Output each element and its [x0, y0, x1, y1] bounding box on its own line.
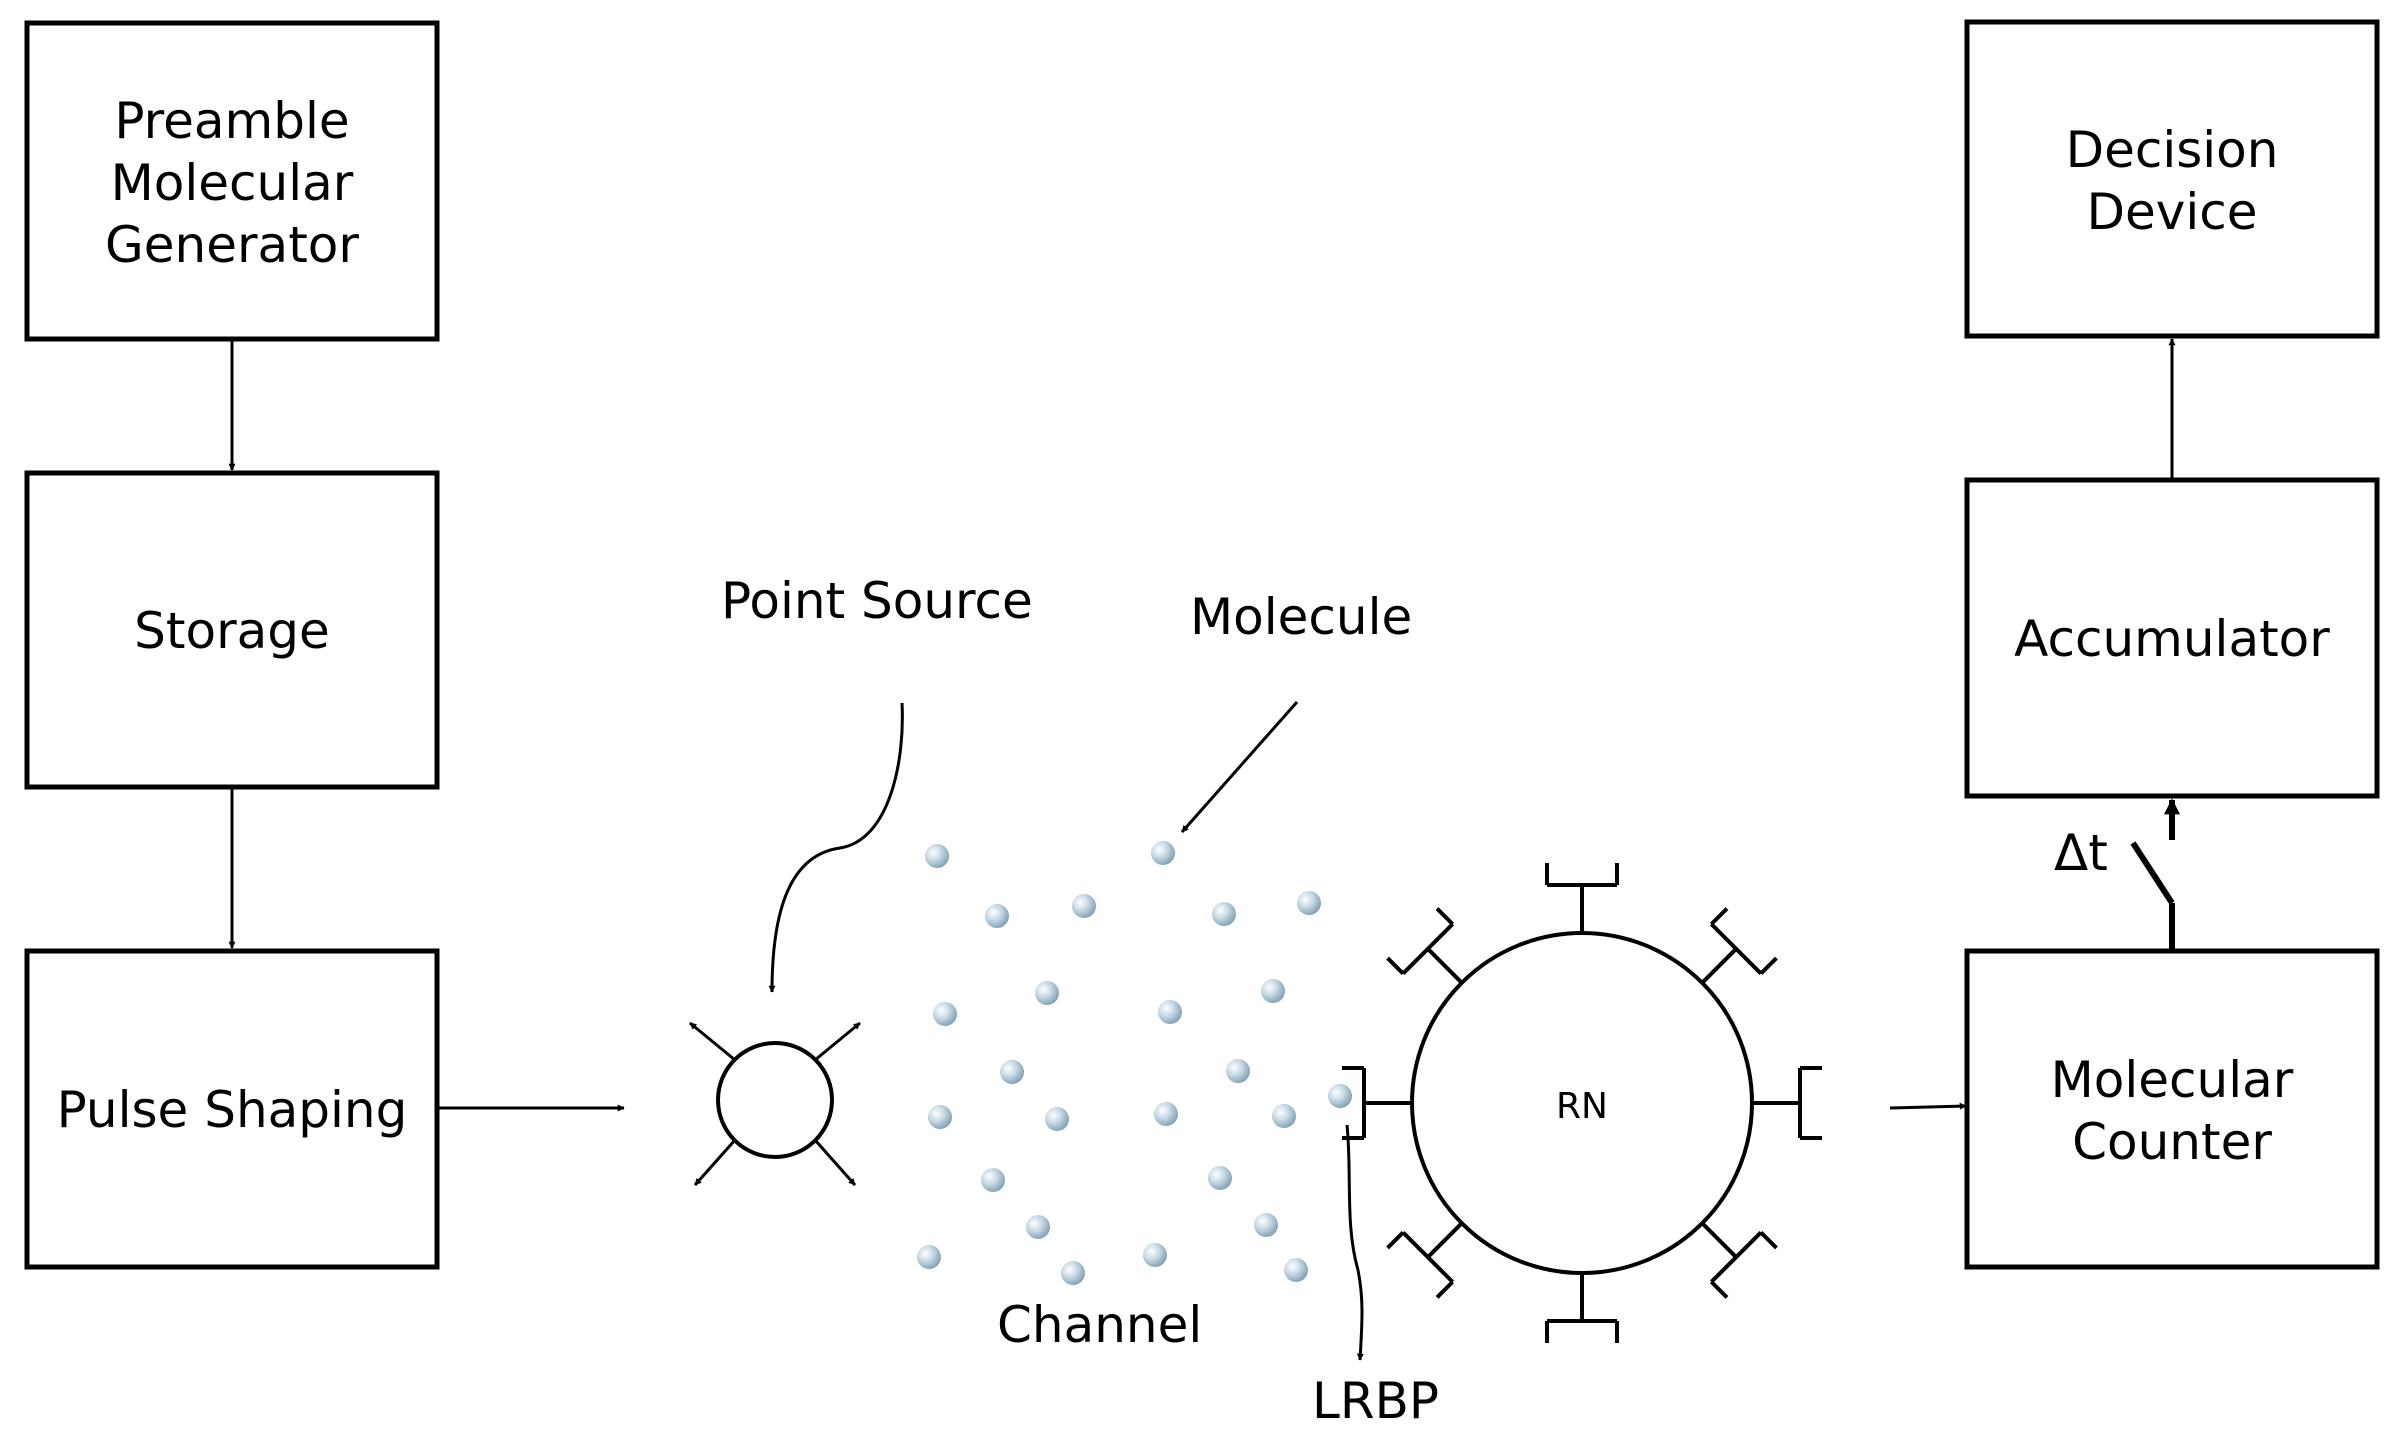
molecule	[985, 904, 1009, 928]
molecule-cloud	[917, 841, 1352, 1285]
receptor	[1752, 1066, 1822, 1140]
preamble-generator-label-line1: Preamble	[114, 92, 349, 150]
pulse-shaping-label: Pulse Shaping	[57, 1081, 408, 1139]
preamble-generator-block: Preamble Molecular Generator	[24, 20, 440, 342]
decision-device-label-line1: Decision	[2066, 121, 2279, 179]
molecule	[1154, 1102, 1178, 1126]
receiver-node-label: RN	[1556, 1086, 1608, 1127]
molecule	[1061, 1261, 1085, 1285]
sampling-switch	[2130, 798, 2180, 950]
decision-device-label-line2: Device	[2087, 183, 2258, 241]
molecule	[1328, 1084, 1352, 1108]
arrow-receiver-to-counter	[1889, 1102, 1967, 1110]
molecule	[1045, 1107, 1069, 1131]
molecule	[928, 1105, 952, 1129]
lrbp-pointer	[1345, 1124, 1364, 1361]
receptor	[1545, 1273, 1619, 1343]
molecule	[1035, 981, 1059, 1005]
molecule	[1151, 841, 1175, 865]
storage-label: Storage	[134, 602, 330, 660]
receptor-array	[1342, 863, 1822, 1343]
molecule	[1208, 1166, 1232, 1190]
molecule	[1000, 1060, 1024, 1084]
molecule	[933, 1002, 957, 1026]
point-source	[689, 1021, 861, 1186]
molecule	[1272, 1104, 1296, 1128]
molecule	[1158, 1000, 1182, 1024]
molecule-pointer	[1180, 701, 1299, 833]
molecule	[1212, 902, 1236, 926]
molecule	[1226, 1059, 1250, 1083]
molecule	[981, 1168, 1005, 1192]
molecule	[1297, 891, 1321, 915]
receptor	[1700, 907, 1778, 985]
accumulator-block: Accumulator	[1964, 477, 2380, 799]
pulse-shaping-block: Pulse Shaping	[24, 948, 440, 1270]
lrbp-label: LRBP	[1312, 1372, 1439, 1430]
point-source-pointer	[768, 702, 904, 993]
molecule	[1072, 894, 1096, 918]
molecule	[1254, 1213, 1278, 1237]
molecule	[1026, 1215, 1050, 1239]
receptor	[1386, 907, 1464, 985]
receptor	[1545, 863, 1619, 933]
channel-label: Channel	[997, 1296, 1202, 1354]
molecule	[1284, 1258, 1308, 1282]
molecule	[917, 1245, 941, 1269]
receptor-lrbp	[1342, 1066, 1412, 1140]
molecule	[925, 844, 949, 868]
molecular-counter-label-line1: Molecular	[2051, 1051, 2294, 1109]
point-source-label: Point Source	[721, 572, 1033, 630]
decision-device-block: Decision Device	[1964, 19, 2380, 339]
molecule	[1261, 979, 1285, 1003]
receptor	[1700, 1221, 1778, 1299]
molecular-counter-label-line2: Counter	[2072, 1113, 2272, 1171]
preamble-generator-label-line2: Molecular	[111, 154, 354, 212]
receptor	[1386, 1221, 1464, 1299]
molecule	[1143, 1243, 1167, 1267]
molecule-label: Molecule	[1190, 588, 1412, 646]
storage-block: Storage	[24, 470, 440, 790]
sampling-interval-label: Δt	[2054, 824, 2108, 882]
receiver-node: RN	[1410, 931, 1754, 1275]
preamble-generator-label-line3: Generator	[105, 216, 359, 274]
molecular-counter-block: Molecular Counter	[1964, 948, 2380, 1270]
accumulator-label: Accumulator	[2014, 610, 2330, 668]
